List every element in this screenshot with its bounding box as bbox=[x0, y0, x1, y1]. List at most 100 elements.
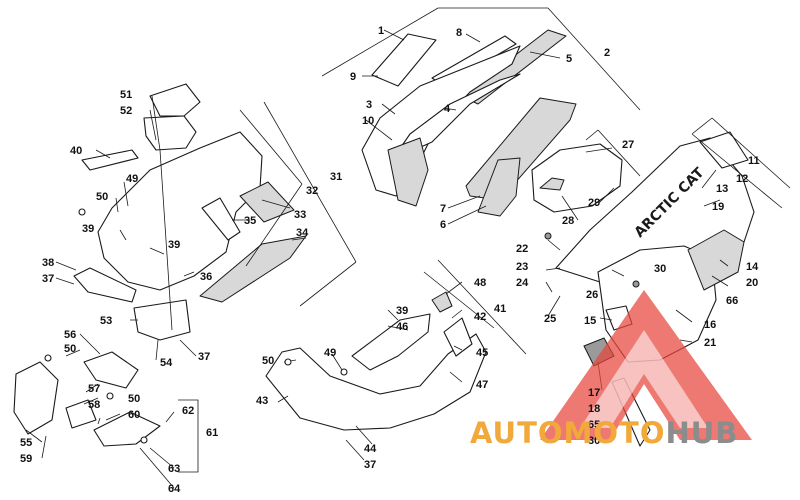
callout-64: 64 bbox=[168, 483, 181, 495]
callout-30b: 30 bbox=[588, 435, 600, 447]
callout-44: 44 bbox=[364, 443, 377, 455]
part-45 bbox=[443, 317, 473, 357]
part-trim-38 bbox=[73, 267, 137, 303]
belly-pan-assembly bbox=[265, 291, 487, 431]
callout-37a: 37 bbox=[42, 273, 54, 285]
callout-48: 48 bbox=[474, 277, 486, 289]
watermark-text-part2: HUB bbox=[665, 416, 739, 450]
callout-63: 63 bbox=[168, 463, 180, 475]
callout-1: 1 bbox=[378, 25, 384, 37]
screw-50c bbox=[106, 392, 114, 400]
watermark-wordmark: AUTOMOTOHUB bbox=[470, 416, 738, 450]
callout-35: 35 bbox=[244, 215, 256, 227]
callout-6: 6 bbox=[440, 219, 446, 231]
part-56 bbox=[83, 351, 139, 389]
callout-34: 34 bbox=[296, 227, 309, 239]
screw-50b bbox=[44, 354, 52, 362]
grommet-49 bbox=[340, 368, 348, 376]
fasteners bbox=[44, 208, 640, 444]
callout-33: 33 bbox=[294, 209, 306, 221]
callout-39b: 39 bbox=[168, 239, 180, 251]
callout-37b: 37 bbox=[198, 351, 210, 363]
callout-56: 56 bbox=[64, 329, 76, 341]
callout-18: 18 bbox=[588, 403, 600, 415]
windshield-assembly bbox=[361, 29, 577, 217]
callout-42: 42 bbox=[474, 311, 486, 323]
part-panel-6 bbox=[477, 157, 521, 217]
part-panel-10 bbox=[387, 137, 429, 207]
callout-19: 19 bbox=[712, 201, 724, 213]
callout-60: 60 bbox=[128, 409, 140, 421]
callout-22: 22 bbox=[516, 243, 528, 255]
callout-15: 15 bbox=[584, 315, 596, 327]
part-window-9 bbox=[371, 33, 437, 87]
leader-lines bbox=[25, 29, 729, 489]
callout-62: 62 bbox=[182, 405, 194, 417]
callout-labels: 1 2 3 4 5 6 7 8 9 10 11 12 13 14 15 16 1… bbox=[20, 25, 760, 495]
callout-13: 13 bbox=[716, 183, 728, 195]
callout-50c: 50 bbox=[128, 393, 140, 405]
callout-16: 16 bbox=[704, 319, 716, 331]
part-decal-13 bbox=[699, 131, 749, 169]
callout-11: 11 bbox=[748, 155, 760, 167]
part-bracket-53 bbox=[133, 299, 191, 341]
callout-21: 21 bbox=[704, 337, 716, 349]
callout-59: 59 bbox=[20, 453, 32, 465]
callout-10: 10 bbox=[362, 115, 374, 127]
callout-36: 36 bbox=[200, 271, 212, 283]
callout-53: 53 bbox=[100, 315, 112, 327]
callout-46: 46 bbox=[396, 321, 408, 333]
part-bracket-46 bbox=[351, 313, 431, 371]
callout-55: 55 bbox=[20, 437, 32, 449]
callout-17: 17 bbox=[588, 387, 600, 399]
part-clip-28 bbox=[539, 177, 565, 191]
callout-41: 41 bbox=[494, 303, 506, 315]
part-55 bbox=[13, 361, 59, 435]
callout-49b: 49 bbox=[324, 347, 336, 359]
callout-49a: 49 bbox=[126, 173, 138, 185]
callout-27: 27 bbox=[622, 139, 634, 151]
part-60 bbox=[93, 411, 161, 447]
part-inner-27 bbox=[531, 143, 623, 213]
callout-32: 32 bbox=[306, 185, 318, 197]
watermark-triangle-inner bbox=[580, 330, 708, 428]
lower-left-parts bbox=[13, 351, 161, 447]
callout-28: 28 bbox=[562, 215, 574, 227]
callout-66: 66 bbox=[726, 295, 738, 307]
part-pad-34 bbox=[199, 235, 307, 303]
callout-39a: 39 bbox=[82, 223, 94, 235]
callout-50b: 50 bbox=[64, 343, 76, 355]
callout-47: 47 bbox=[476, 379, 488, 391]
callout-4: 4 bbox=[444, 103, 451, 115]
callout-38: 38 bbox=[42, 257, 54, 269]
callout-8: 8 bbox=[456, 27, 462, 39]
clip-22 bbox=[544, 232, 552, 240]
callout-54: 54 bbox=[160, 357, 173, 369]
callout-5: 5 bbox=[566, 53, 572, 65]
part-trim-4 bbox=[391, 73, 521, 161]
callout-43: 43 bbox=[256, 395, 268, 407]
screw-50a bbox=[78, 208, 86, 216]
callout-50d: 50 bbox=[262, 355, 274, 367]
callout-26: 26 bbox=[586, 289, 598, 301]
part-48 bbox=[431, 291, 453, 313]
screw-64 bbox=[140, 436, 148, 444]
part-pad-40 bbox=[81, 149, 139, 171]
callout-25: 25 bbox=[544, 313, 556, 325]
callout-50a: 50 bbox=[96, 191, 108, 203]
callout-52: 52 bbox=[120, 105, 132, 117]
callout-12: 12 bbox=[736, 173, 748, 185]
part-vent-14 bbox=[687, 229, 745, 291]
side-panel-assembly bbox=[73, 83, 307, 341]
callout-37c: 37 bbox=[364, 459, 376, 471]
callout-24: 24 bbox=[516, 277, 529, 289]
callout-30: 30 bbox=[654, 263, 666, 275]
callout-65: 65 bbox=[588, 419, 600, 431]
callout-51: 51 bbox=[120, 89, 132, 101]
part-58 bbox=[65, 399, 97, 429]
part-bracket-35 bbox=[201, 197, 241, 241]
callout-7: 7 bbox=[440, 203, 446, 215]
watermark-logo bbox=[540, 290, 752, 440]
